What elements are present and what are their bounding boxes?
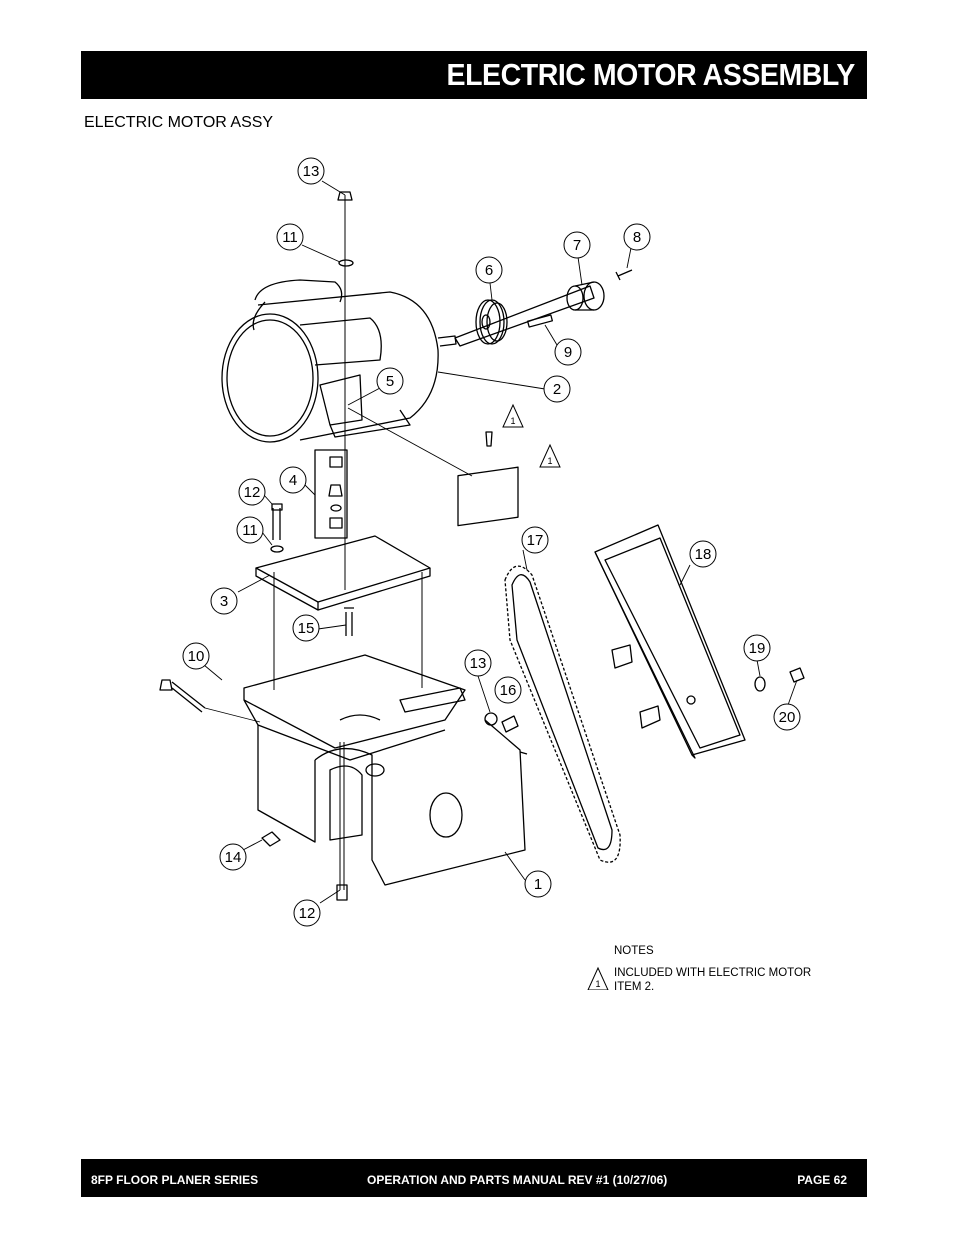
callout-8: 8 (633, 229, 641, 246)
footer-manual: OPERATION AND PARTS MANUAL REV #1 (10/27… (367, 1173, 668, 1187)
title-bar: ELECTRIC MOTOR ASSEMBLY (81, 51, 867, 99)
callout-20: 20 (779, 709, 796, 726)
washer (484, 712, 498, 726)
decal (457, 466, 519, 527)
callout-1: 1 (534, 876, 542, 893)
washer (754, 676, 766, 692)
callout-2: 2 (553, 381, 561, 398)
bushing (566, 281, 605, 311)
callout-15: 15 (298, 620, 315, 637)
note-flag-number: 1 (595, 979, 600, 989)
callout-19: 19 (749, 640, 766, 657)
footer-bar: 8FP FLOOR PLANER SERIES OPERATION AND PA… (81, 1159, 867, 1197)
callout-11: 11 (282, 229, 298, 246)
top-washer (338, 259, 354, 267)
callout-3: 3 (220, 593, 228, 610)
callout-12: 12 (244, 484, 261, 501)
washer (270, 545, 284, 553)
footer-page-number: PAGE 62 (797, 1173, 847, 1187)
callout-6: 6 (485, 262, 493, 279)
bolt (336, 884, 348, 901)
motor-base-plate (255, 535, 431, 690)
notes-line-1: INCLUDED WITH ELECTRIC MOTOR (614, 967, 811, 979)
key (526, 314, 554, 328)
note-flag-triangle (587, 966, 609, 990)
notes-heading: NOTES (614, 945, 654, 957)
callout-18: 18 (695, 546, 712, 563)
section-subtitle: ELECTRIC MOTOR ASSY (84, 114, 274, 131)
notes-line-2: ITEM 2. (614, 981, 654, 990)
screw (615, 269, 633, 281)
callout-5: 5 (386, 373, 394, 390)
callout-11: 11 (242, 522, 258, 539)
drive-belt (504, 565, 621, 863)
callout-13: 13 (303, 163, 320, 180)
nut (789, 667, 805, 683)
isolator-mount (314, 449, 348, 539)
bolt (344, 607, 354, 636)
top-nut (337, 191, 353, 201)
pin (501, 715, 519, 733)
belt-guard (594, 524, 746, 759)
exploded-parts-diagram: 13 11 7 8 6 9 5 2 4 12 11 3 15 10 13 16 … (158, 155, 820, 990)
callout-12: 12 (299, 905, 316, 922)
callout-10: 10 (188, 648, 205, 665)
motor-pulley (475, 299, 508, 345)
planer-frame (243, 654, 528, 886)
callout-17: 17 (527, 532, 544, 549)
callout-14: 14 (225, 849, 242, 866)
callout-13: 13 (470, 655, 487, 672)
note-flag-number: 1 (547, 456, 552, 466)
note-flag-triangle (502, 403, 524, 428)
page-title: ELECTRIC MOTOR ASSEMBLY (446, 57, 856, 92)
footer-series: 8FP FLOOR PLANER SERIES (91, 1173, 259, 1187)
decal-screw (485, 431, 493, 447)
note-flag-triangle (539, 443, 561, 468)
long-bolt (159, 679, 261, 723)
callout-9: 9 (564, 344, 572, 361)
note-flag-number: 1 (510, 416, 515, 426)
bolt (271, 503, 283, 540)
nut (261, 831, 281, 847)
motor-shaft (454, 285, 595, 347)
callout-16: 16 (500, 682, 517, 699)
callout-4: 4 (289, 472, 297, 489)
callout-7: 7 (573, 237, 581, 254)
